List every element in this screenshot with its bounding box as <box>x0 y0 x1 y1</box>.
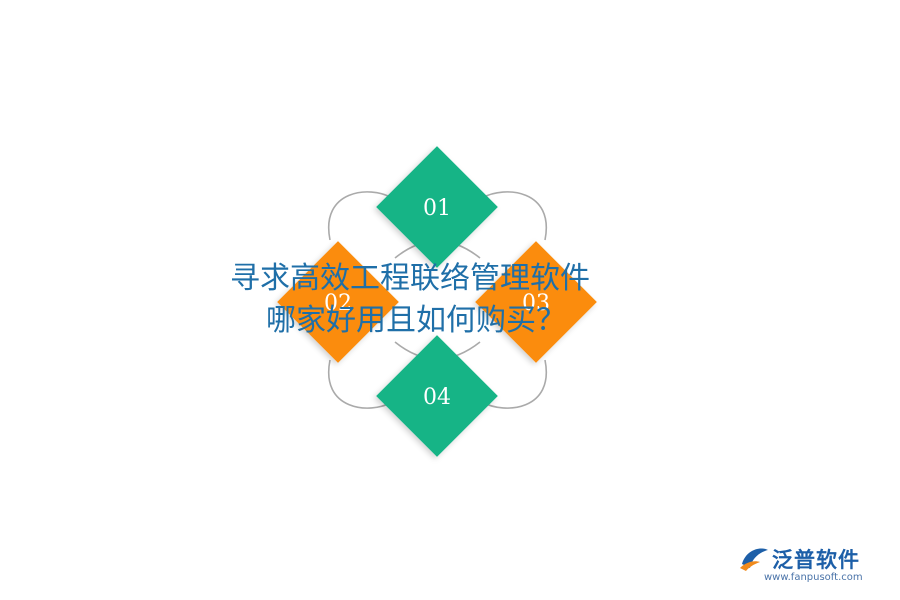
diamond-02: 02 <box>277 241 399 363</box>
brand-logo-icon <box>740 548 768 571</box>
headline: 寻求高效工程联络管理软件 哪家好用且如何购买？ <box>230 258 670 342</box>
diamond-04-label: 04 <box>423 385 451 410</box>
diamond-01-label: 01 <box>423 196 451 221</box>
headline-line-2: 哪家好用且如何购买？ <box>266 303 566 338</box>
diamond-01: 01 <box>376 146 498 268</box>
diamond-03: 03 <box>475 241 597 363</box>
diamond-04-shape <box>376 335 498 457</box>
brand-url: www.fanpusoft.com <box>764 572 863 583</box>
diamond-02-shape <box>277 241 399 363</box>
headline-line-1: 寻求高效工程联络管理软件 <box>230 261 590 296</box>
diamond-04: 04 <box>376 335 498 457</box>
diamond-01-shape <box>376 146 498 268</box>
brand-logo: 泛普软件 www.fanpusoft.com <box>738 542 888 588</box>
diamond-03-label: 03 <box>522 291 550 316</box>
brand-name: 泛普软件 <box>772 548 860 572</box>
diamond-03-shape <box>475 241 597 363</box>
diamond-02-label: 02 <box>324 291 352 316</box>
